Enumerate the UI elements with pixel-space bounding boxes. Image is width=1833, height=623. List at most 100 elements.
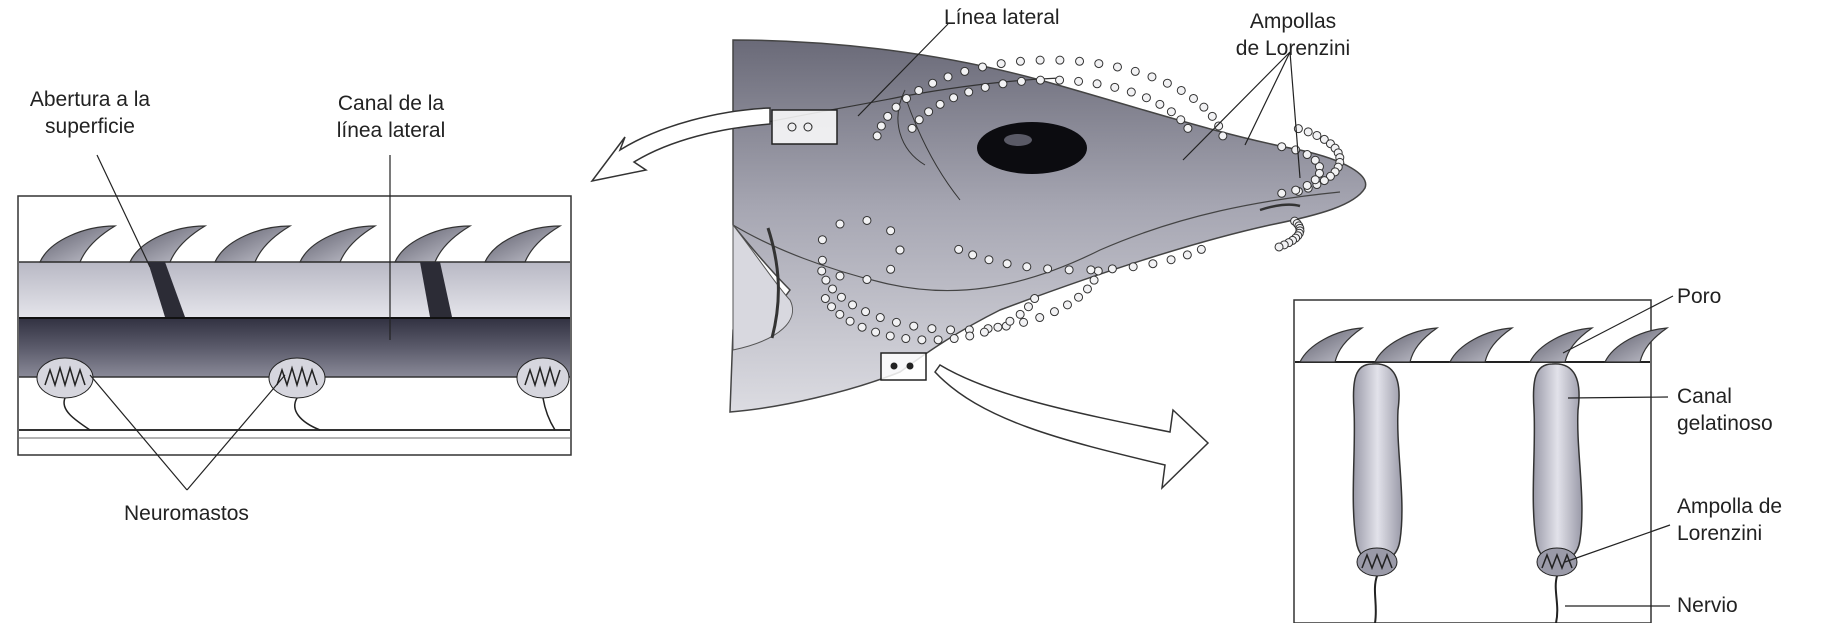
pore [858, 323, 866, 331]
pore [862, 308, 870, 316]
pore [1016, 57, 1024, 65]
pore [818, 256, 826, 264]
pore [947, 326, 955, 334]
pore [936, 100, 944, 108]
pore [1167, 108, 1175, 116]
arrow-to-ampullae-detail [935, 365, 1208, 488]
pore [863, 276, 871, 284]
pore [1156, 100, 1164, 108]
label-surface-opening-line2: superficie [2, 113, 178, 140]
pore [908, 124, 916, 132]
pore [950, 94, 958, 102]
pore [818, 267, 826, 275]
pore [1056, 56, 1064, 64]
pore [1200, 103, 1208, 111]
label-lateral-canal: Canal de la línea lateral [308, 90, 474, 144]
pore [1003, 260, 1011, 268]
pore [929, 79, 937, 87]
label-lateral-canal-line2: línea lateral [308, 117, 474, 144]
pore [1148, 73, 1156, 81]
pore [1065, 266, 1073, 274]
pore [1056, 76, 1064, 84]
pore [1177, 116, 1185, 124]
pore [1016, 310, 1024, 318]
pore [985, 256, 993, 264]
label-nerve: Nervio [1677, 592, 1738, 619]
pore [910, 322, 918, 330]
pore [836, 220, 844, 228]
pore [1017, 77, 1025, 85]
pore [1177, 86, 1185, 94]
pore [872, 328, 880, 336]
pore [887, 265, 895, 273]
pore [903, 94, 911, 102]
label-ampulla-line2: Lorenzini [1677, 520, 1782, 547]
pore [873, 132, 881, 140]
pore [1311, 176, 1319, 184]
pore [1031, 295, 1039, 303]
pore [1189, 94, 1197, 102]
pore [1219, 132, 1227, 140]
pore [950, 335, 958, 343]
pore [979, 63, 987, 71]
pore [965, 88, 973, 96]
pore [1183, 251, 1191, 259]
pore [1094, 267, 1102, 275]
pore [876, 314, 884, 322]
pore [1075, 77, 1083, 85]
pore [1108, 265, 1116, 273]
pore [1075, 293, 1083, 301]
pore [1023, 263, 1031, 271]
pore [918, 336, 926, 344]
pore [1149, 260, 1157, 268]
pore [887, 227, 895, 235]
pore [1163, 79, 1171, 87]
label-neuromasts: Neuromastos [124, 500, 249, 527]
pore [934, 336, 942, 344]
shark-head [730, 40, 1366, 412]
pore [892, 318, 900, 326]
pore [837, 293, 845, 301]
pore [1142, 94, 1150, 102]
pore [884, 112, 892, 120]
label-gel-canal: Canal gelatinoso [1677, 383, 1773, 437]
pore [1292, 186, 1300, 194]
label-pore: Poro [1677, 283, 1721, 310]
label-ampullae-line1: Ampollas [1210, 8, 1376, 35]
pore [980, 328, 988, 336]
label-surface-opening: Abertura a la superficie [2, 86, 178, 140]
pore [1278, 189, 1286, 197]
label-gel-canal-line2: gelatinoso [1677, 410, 1773, 437]
pore [1278, 143, 1286, 151]
pore [1303, 151, 1311, 159]
label-ampulla-line1: Ampolla de [1677, 493, 1782, 520]
pore [846, 317, 854, 325]
pore [969, 251, 977, 259]
pore [1313, 131, 1321, 139]
pore [1087, 266, 1095, 274]
pore [1113, 63, 1121, 71]
pore [829, 285, 837, 293]
pore [1275, 243, 1283, 251]
pore [1044, 265, 1052, 273]
pore [1036, 314, 1044, 322]
pore [1083, 285, 1091, 293]
pore [818, 236, 826, 244]
pore [892, 103, 900, 111]
pore [902, 335, 910, 343]
pore [1095, 60, 1103, 68]
pore [1167, 256, 1175, 264]
pore [994, 323, 1002, 331]
pore [821, 295, 829, 303]
pore [1020, 318, 1028, 326]
pore [1036, 76, 1044, 84]
label-lateral-line: Línea lateral [944, 4, 1060, 31]
pore [836, 310, 844, 318]
pore [1320, 177, 1328, 185]
pore [1090, 276, 1098, 284]
pore [1093, 80, 1101, 88]
pore [1036, 56, 1044, 64]
pore [1304, 128, 1312, 136]
lateral-line-detail-panel [18, 196, 571, 455]
pore [1184, 124, 1192, 132]
